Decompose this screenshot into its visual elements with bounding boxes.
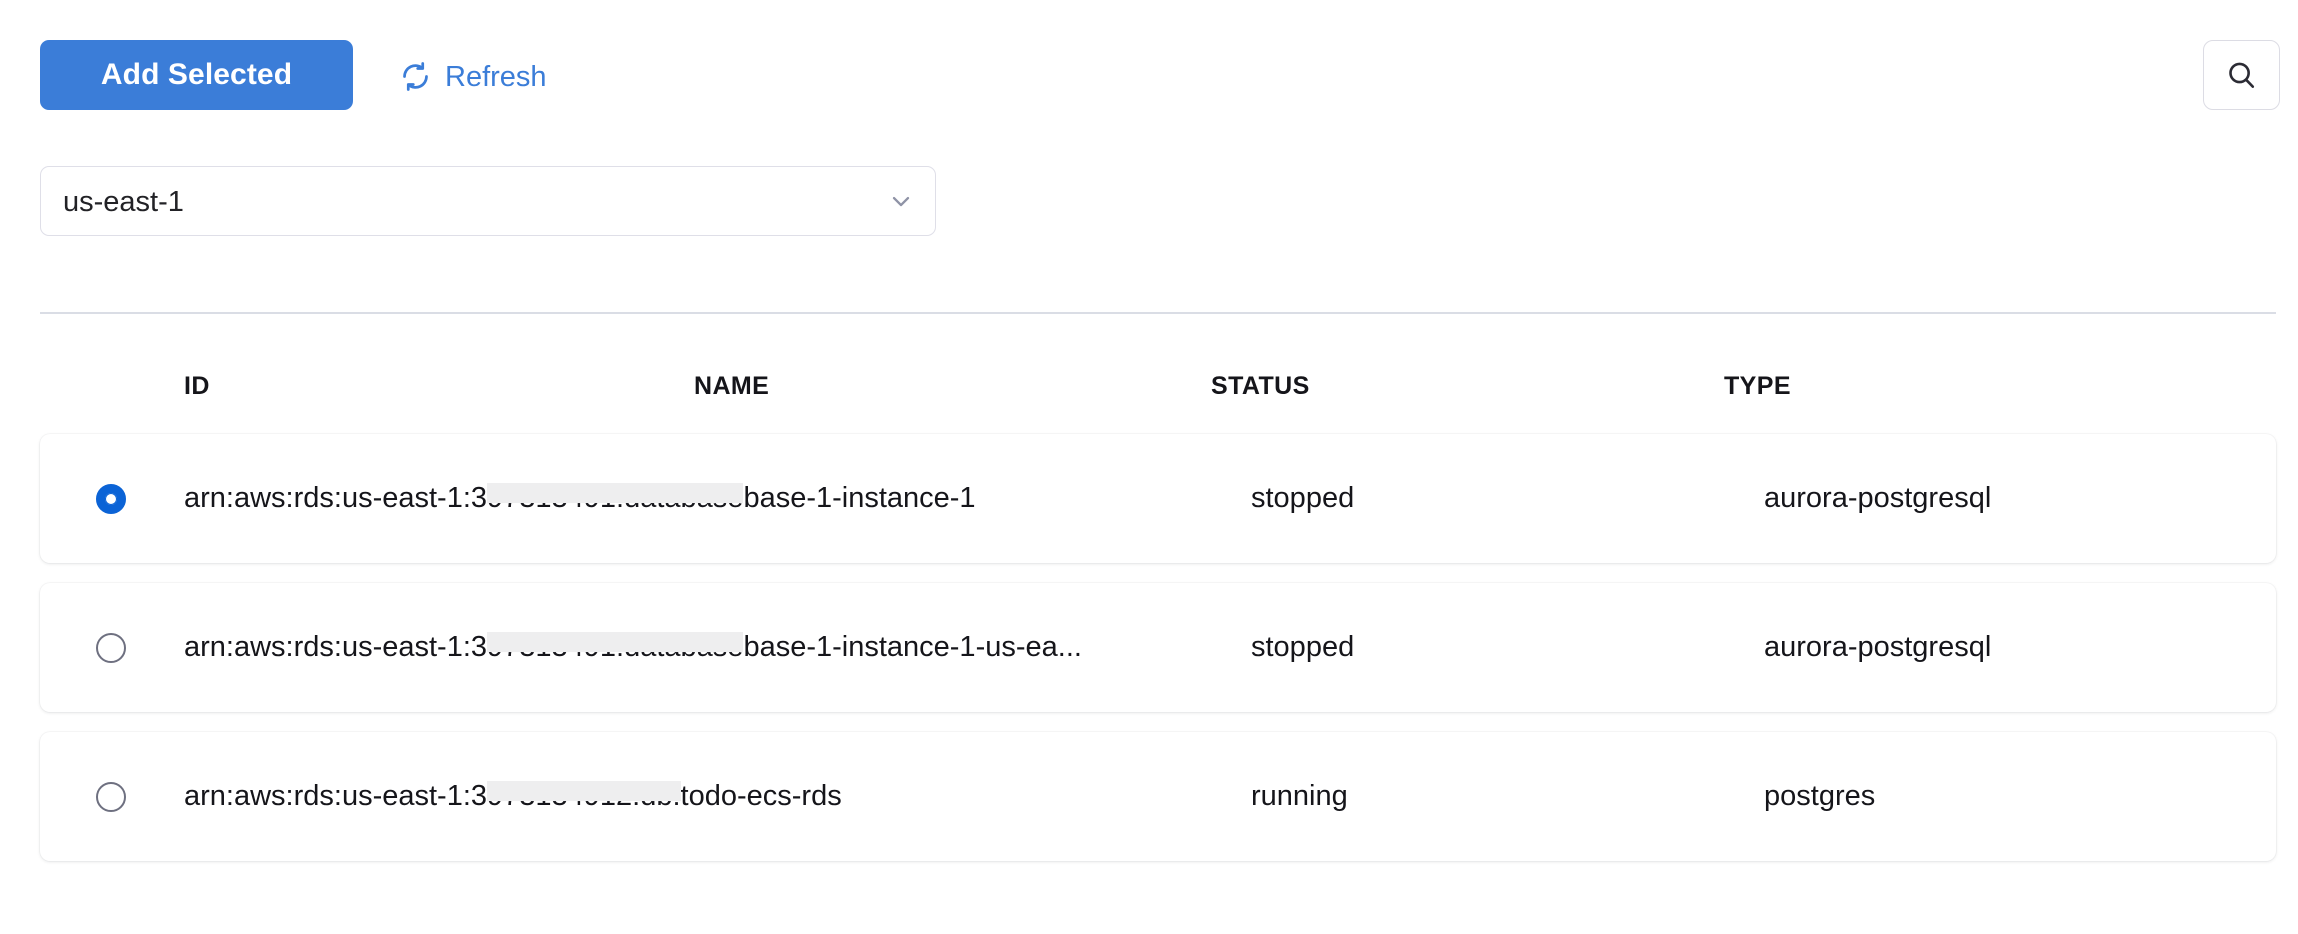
id-prefix: arn:aws:rds:us-east-1:3 (184, 481, 488, 514)
row-radio[interactable] (96, 781, 126, 812)
id-redacted: 97313491:database (487, 482, 744, 514)
refresh-button[interactable]: Refresh (400, 50, 547, 102)
id-redacted: 973134912:db: (487, 780, 681, 812)
row-radio-selected[interactable] (96, 483, 126, 514)
id-suffix: base-1-instance-1-us-ea... (743, 630, 1082, 663)
column-header-name: NAME (694, 372, 770, 400)
toolbar: Add Selected Refresh (0, 0, 2298, 150)
id-prefix: arn:aws:rds:us-east-1:3 (184, 779, 488, 812)
row-radio[interactable] (96, 632, 126, 663)
column-header-type: TYPE (1724, 372, 1791, 400)
region-select-wrapper: us-east-1 (40, 166, 936, 236)
search-icon (2225, 59, 2258, 92)
cell-type: aurora-postgresql (1764, 481, 1992, 514)
region-select-value: us-east-1 (63, 185, 184, 218)
id-redacted: 97313491:database (487, 631, 744, 663)
column-header-status: STATUS (1211, 372, 1310, 400)
refresh-icon (400, 61, 431, 92)
section-divider (40, 312, 2276, 314)
refresh-label: Refresh (445, 60, 547, 93)
cell-type: aurora-postgresql (1764, 630, 1992, 663)
id-suffix: todo-ecs-rds (680, 779, 842, 812)
cell-status: stopped (1251, 481, 1355, 514)
id-prefix: arn:aws:rds:us-east-1:3 (184, 630, 488, 663)
cell-status: stopped (1251, 630, 1355, 663)
instances-table: ID NAME STATUS TYPE arn:aws:rds:us-east-… (0, 350, 2298, 861)
table-header: ID NAME STATUS TYPE (0, 350, 2298, 430)
cell-type: postgres (1764, 779, 1876, 812)
search-button[interactable] (2203, 40, 2280, 110)
column-header-id: ID (184, 372, 210, 400)
add-selected-button[interactable]: Add Selected (40, 40, 353, 110)
region-select[interactable]: us-east-1 (40, 166, 936, 236)
cell-status: running (1251, 779, 1348, 812)
id-suffix: base-1-instance-1 (743, 481, 976, 514)
